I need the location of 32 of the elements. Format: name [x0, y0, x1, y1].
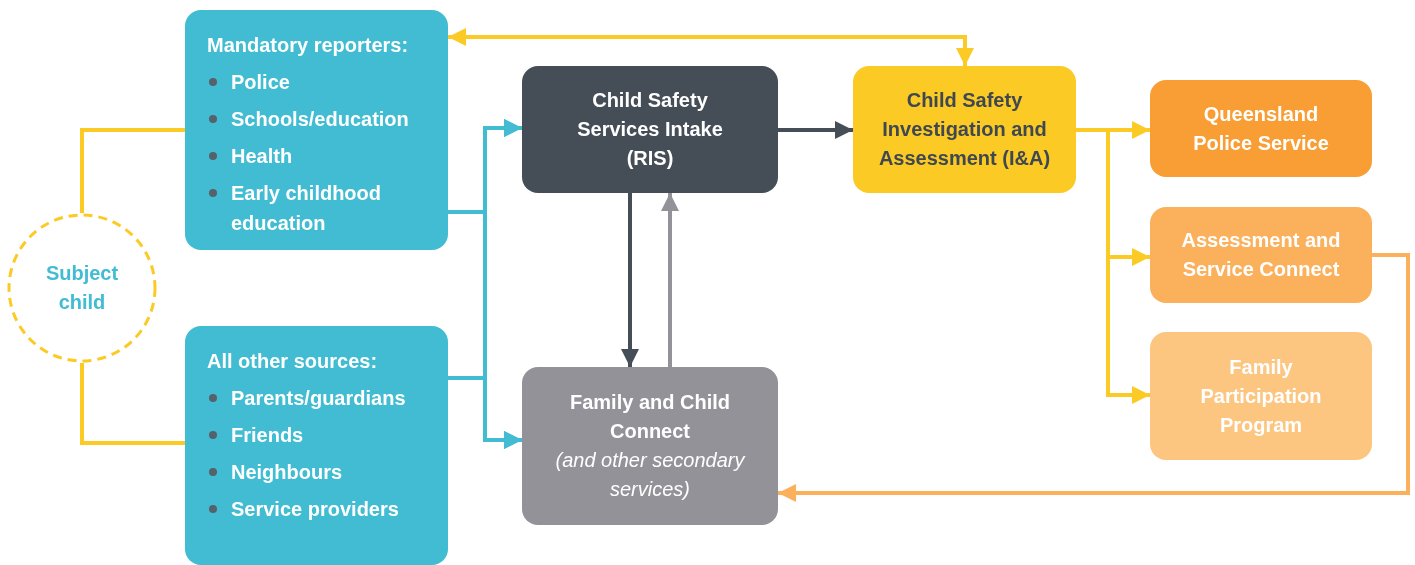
connector-arrow: [661, 193, 679, 367]
node-label: Queensland Police Service: [1192, 101, 1330, 156]
list-item: Health: [207, 141, 293, 171]
connector-arrow: [621, 193, 639, 367]
list-item: Schools/education: [207, 104, 409, 134]
source-box: [185, 10, 448, 250]
node-label: Assessment and Service Connect: [1180, 228, 1342, 282]
node-label: Family Participation Program: [1199, 354, 1323, 438]
process-box: [853, 66, 1076, 193]
node-note: (and other secondary services): [554, 448, 747, 502]
node-label: Child Safety Services Intake (RIS): [576, 88, 724, 171]
start-circle: [7, 213, 157, 363]
node-label: Child Safety Investigation and Assessment (I&A): [877, 88, 1052, 171]
list-item: Parents/guardians: [207, 383, 406, 413]
list-item: Friends: [207, 420, 304, 450]
connector-arrow: [778, 121, 853, 139]
outcome-box: [1150, 80, 1372, 177]
outcome-box: [1150, 207, 1372, 303]
connector-arrow: [778, 253, 1410, 502]
list-heading: Mandatory reporters:: [207, 33, 409, 58]
list-item: Early childhood education: [207, 178, 434, 238]
process-box: [522, 367, 778, 525]
connector-arrow: [448, 28, 974, 66]
node-label: Family and Child Connect: [569, 390, 731, 444]
node-label: Subject child: [44, 261, 120, 315]
list-item: Police: [207, 67, 290, 97]
list-heading: All other sources:: [207, 349, 378, 374]
list-item: Neighbours: [207, 457, 343, 487]
outcome-box: [1150, 332, 1372, 460]
list-item: Service providers: [207, 494, 399, 524]
process-box: [522, 66, 778, 193]
source-box: [185, 326, 448, 565]
